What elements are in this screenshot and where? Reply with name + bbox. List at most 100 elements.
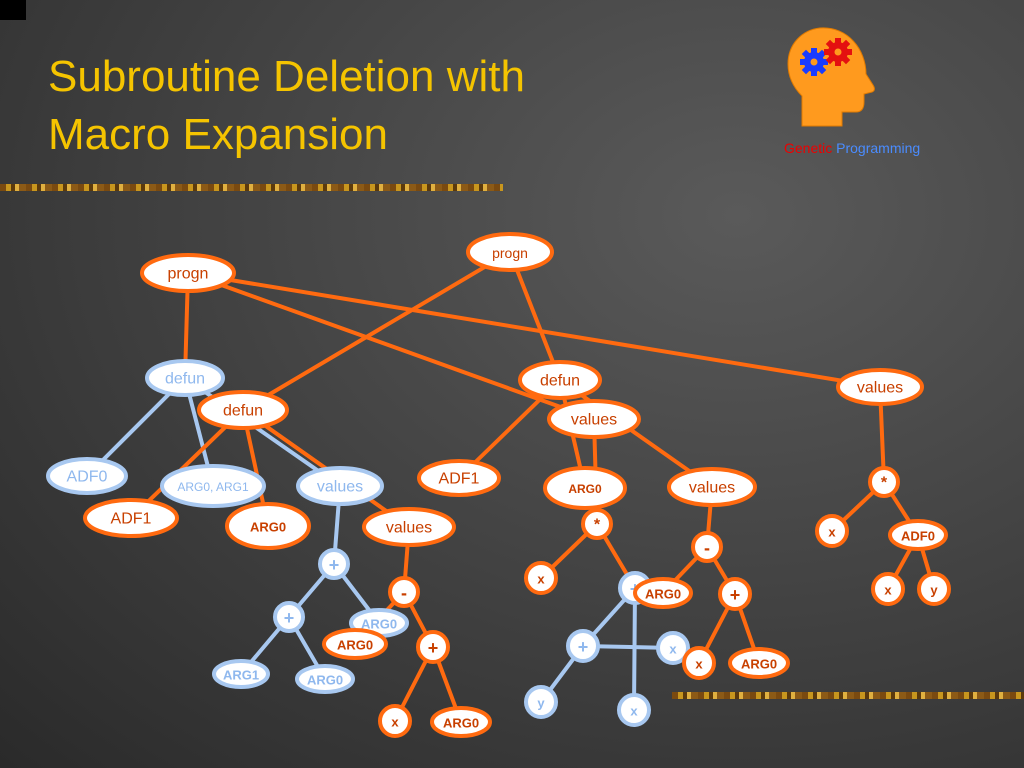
tree-node-arg0a: ARG0 [225,502,311,550]
tree-node-barg0a: ARG0 [295,664,355,694]
tree-node-oarg0c: ARG0 [430,706,492,738]
tree-node-arg0f: ARG0 [728,647,790,679]
tree-node-shape [633,577,693,609]
tree-node-shape [466,232,554,272]
tree-edge-p1-odefun [241,250,512,412]
tree-node-shape [145,359,225,397]
tree-node-label: - [704,538,710,558]
tree-node-bplus4: + [566,629,600,663]
tree-node-adf1a: ADF1 [83,498,179,538]
tree-node-oplus1: + [416,630,450,664]
tree-node-shape [566,629,600,663]
tree-node-label: * [881,475,888,492]
head-with-gears-icon [787,27,875,127]
tree-node-label: + [428,638,439,658]
tree-node-label: progn [168,266,209,283]
tree-node-label: + [578,637,589,657]
tree-node-label: ADF1 [111,511,152,528]
tree-node-shape [543,466,627,510]
tree-node-arg0e: ARG0 [633,577,693,609]
tree-node-shape [388,576,420,608]
tree-node-shape [318,548,350,580]
tree-node-shape [197,390,289,430]
logo-caption: Genetic Programming [784,140,920,156]
tree-node-label: values [317,479,363,496]
tree-node-label: values [386,520,432,537]
tree-node-oplus2: + [718,577,752,611]
tree-node-label: x [537,572,545,587]
tree-node-shape [682,646,716,680]
tree-node-adf1b: ADF1 [417,459,501,497]
tree-node-shape [83,498,179,538]
tree-node-shape [362,507,456,547]
tree-node-shape [524,685,558,719]
tree-node-shape [836,368,924,406]
tree-node-args: ARG0, ARG1 [160,464,266,508]
tree-node-label: ARG0 [337,638,373,653]
tree-node-shape [871,572,905,606]
tree-node-values4: values [836,368,924,406]
tree-node-shape [888,519,948,551]
tree-node-label: ADF0 [901,529,935,544]
tree-node-shape [430,706,492,738]
logo-word-programming: Programming [836,140,921,156]
bottom-decorative-bar [672,692,1024,699]
tree-node-label: x [828,525,836,540]
tree-node-label: ARG1 [223,668,259,683]
tree-node-shape [225,502,311,550]
tree-node-bx2: x [617,693,651,727]
tree-node-oarg0b: ARG0 [322,628,388,660]
tree-node-x2: x [524,561,558,595]
tree-node-shape [295,664,355,694]
tree-node-shape [691,531,723,563]
tree-node-label: values [689,480,735,497]
tree-node-label: ADF0 [67,469,108,486]
tree-node-shape [917,572,951,606]
tree-node-p2: progn [140,253,236,293]
tree-node-bx1: x [656,631,690,665]
tree-node-shape [581,508,613,540]
tree-node-label: x [695,657,703,672]
tree-node-label: + [284,608,295,628]
tree-node-shape [524,561,558,595]
tree-node-star1: * [581,508,613,540]
tree-node-barg1: ARG1 [212,659,270,689]
tree-node-shape [160,464,266,508]
tree-edge-p2-values2 [186,271,596,421]
tree-node-x4: x [815,514,849,548]
tree-node-label: ADF1 [439,471,480,488]
logo-word-genetic: Genetic [784,140,833,156]
tree-node-label: + [329,555,340,575]
tree-node-shape [667,467,757,507]
tree-edge-p2-values4 [186,271,882,389]
tree-node-label: ARG0 [307,673,343,688]
tree-node-ox1: x [378,704,412,738]
tree-node-shape [140,253,236,293]
tree-node-x3: x [682,646,716,680]
tree-node-label: ARG0 [250,520,286,535]
tree-node-arg0d: ARG0 [543,466,627,510]
tree-node-bdefun: defun [145,359,225,397]
tree-node-label: ARG0 [645,587,681,602]
tree-node-p1: progn [466,232,554,272]
tree-node-shape [296,466,384,506]
tree-node-bplus1: + [318,548,350,580]
tree-node-label: ARG0 [361,617,397,632]
tree-node-label: ARG0 [443,716,479,731]
tree-node-shape [273,601,305,633]
tree-node-shape [815,514,849,548]
tree-node-ovalues: values [362,507,456,547]
tree-edge-defun2-values3 [558,378,714,489]
tree-node-label: ARG0 [568,482,602,496]
tree-node-shape [718,577,752,611]
tree-node-label: x [630,704,638,719]
tree-node-label: ARG0, ARG1 [177,480,249,494]
tree-node-values2: values [547,399,641,439]
tree-node-label: - [401,583,407,603]
tree-node-shape [322,628,388,660]
tree-node-shape [46,457,128,495]
corner-square [0,0,26,20]
tree-node-label: progn [492,245,528,261]
tree-node-label: y [537,696,545,711]
